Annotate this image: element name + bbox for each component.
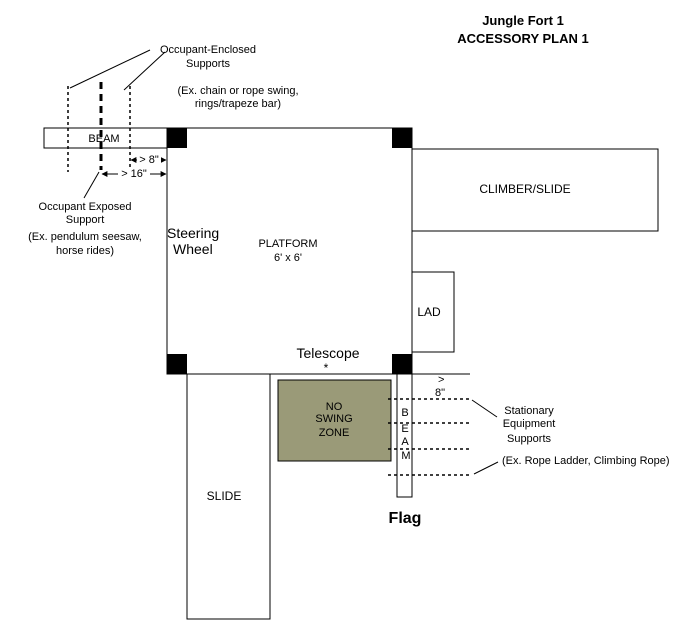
exposed-gap-label-bg [118,167,150,180]
exposed-gap-label: > 16" [121,168,147,180]
enclosed-label-2: Supports [186,58,231,70]
stationary-gap-label-2: 8" [435,387,445,399]
stationary-label-1: Stationary [504,405,554,417]
telescope-label: Telescope [296,345,359,361]
post-top-left [167,128,187,148]
exposed-example-1: (Ex. pendulum seesaw, [28,231,142,243]
steering-wheel-label-1: Steering [167,225,219,241]
exposed-example-2: horse rides) [56,245,114,257]
post-top-right [392,128,412,148]
flag-label: Flag [389,510,422,527]
beam-vertical-letter-b: B [401,407,408,419]
ladder-label: LAD [417,305,441,319]
beam-vertical-letter-a: A [401,436,409,448]
exposed-label-2: Support [66,214,105,226]
post-bottom-left [167,354,187,374]
no-swing-zone-label-1: NO [326,401,343,413]
slide-label: SLIDE [207,489,242,503]
beam-vertical-letter-e: E [401,423,408,435]
exposed-leader-line [83,171,100,199]
stationary-gap-label-1: > [438,374,444,386]
plan-title: Jungle Fort 1 [482,13,564,28]
beam-horizontal-label: BEAM [88,133,119,145]
stationary-example: (Ex. Rope Ladder, Climbing Rope) [502,455,670,467]
stationary-label-2: Equipment [503,418,556,430]
no-swing-zone-label-2: SWING [315,413,352,425]
enclosed-leader-line-2 [123,51,166,91]
ladder [411,271,455,353]
beam-vertical [396,373,413,498]
no-swing-zone-label-3: ZONE [319,427,350,439]
plan-subtitle: ACCESSORY PLAN 1 [457,31,588,46]
enclosed-example-1: (Ex. chain or rope swing, [177,85,298,97]
no-swing-zone [277,379,392,462]
stationary-example-leader-line [473,461,499,475]
platform-label: PLATFORM [258,238,317,250]
enclosed-leader-line-1 [69,49,151,89]
platform [166,127,413,375]
steering-wheel-label-2: Wheel [173,241,213,257]
beam-vertical-letter-m: M [401,450,410,462]
exposed-label-1: Occupant Exposed [39,201,132,213]
platform-size: 6' x 6' [274,252,302,264]
climber-slide [411,148,659,232]
enclosed-gap-label-bg [137,152,161,165]
enclosed-example-2: rings/trapeze bar) [195,98,281,110]
stationary-leader-line [471,399,498,418]
stationary-label-3: Supports [507,433,552,445]
telescope-mark: * [324,361,329,375]
post-bottom-right [392,354,412,374]
enclosed-label-1: Occupant-Enclosed [160,44,256,56]
climber-slide-label: CLIMBER/SLIDE [479,182,570,196]
enclosed-gap-label: > 8" [139,154,159,166]
